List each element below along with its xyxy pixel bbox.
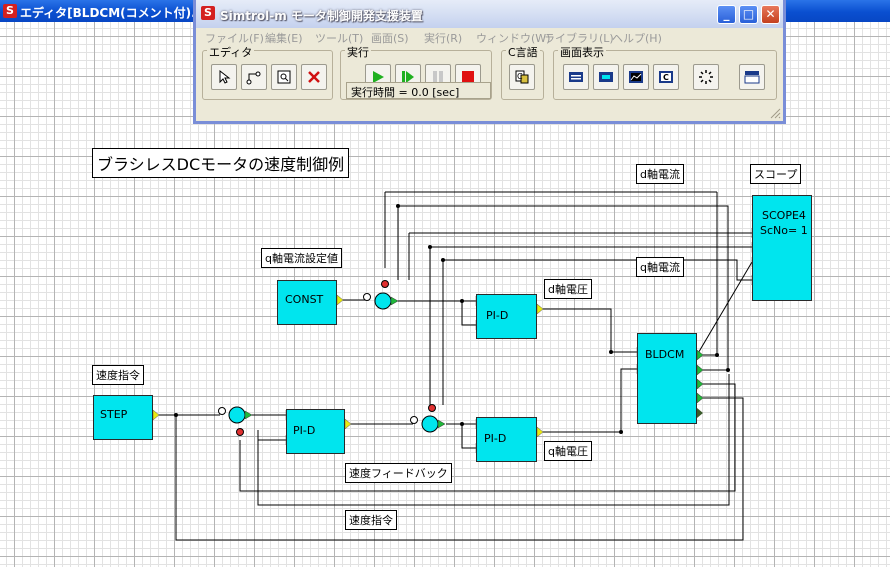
resize-grip-icon[interactable]: [769, 107, 781, 119]
bldcm-block-label: BLDCM: [645, 348, 685, 361]
svg-text:C: C: [663, 73, 669, 82]
c-language-tool-group: C言語 C: [501, 44, 544, 100]
maximize-button[interactable]: □: [739, 5, 758, 24]
c-code-window-icon: C: [659, 71, 673, 83]
close-button[interactable]: ✕: [761, 5, 780, 24]
pid-block-1[interactable]: PI-D: [476, 294, 537, 339]
pause-icon: [433, 71, 443, 83]
pid-block-2[interactable]: PI-D: [286, 409, 345, 454]
pointer-icon: [219, 69, 231, 84]
app-logo-icon: S: [3, 4, 17, 18]
label-d-voltage[interactable]: d軸電圧: [544, 279, 592, 299]
label-speed-command-bottom[interactable]: 速度指令: [345, 510, 397, 530]
pid-block-3-label: PI-D: [484, 432, 507, 445]
busy-indicator-button[interactable]: [693, 64, 719, 90]
runtime-readout: 実行時間 = 0.0 [sec]: [346, 82, 491, 99]
scope-block-name: SCOPE4: [762, 209, 806, 222]
scope-block-number: ScNo= 1: [760, 224, 808, 237]
menu-tools[interactable]: ツール(T): [315, 32, 364, 45]
menu-run[interactable]: 実行(R): [424, 32, 463, 45]
const-block[interactable]: CONST: [277, 280, 337, 325]
svg-text:C: C: [517, 72, 523, 81]
zoom-icon: [277, 70, 291, 84]
minimize-button[interactable]: _: [717, 5, 736, 24]
display-c-code-button[interactable]: C: [653, 64, 679, 90]
menu-help[interactable]: ヘルプ(H): [612, 32, 662, 45]
pid-block-3[interactable]: PI-D: [476, 417, 537, 462]
menu-screen[interactable]: 画面(S): [371, 32, 409, 45]
wire-tool-button[interactable]: [241, 64, 267, 90]
delete-tool-button[interactable]: [301, 64, 327, 90]
window-layout-button[interactable]: [739, 64, 765, 90]
main-window-title-bar[interactable]: S Simtrol-m モータ制御開発支援装置 _ □ ✕: [196, 0, 783, 28]
block-window-icon: [599, 72, 613, 82]
label-q-voltage[interactable]: q軸電圧: [544, 441, 592, 461]
display-block-button[interactable]: [593, 64, 619, 90]
label-d-current[interactable]: d軸電流: [636, 164, 684, 184]
const-block-label: CONST: [285, 293, 324, 306]
menu-library[interactable]: ライブラリ(L): [544, 32, 614, 45]
label-speed-command-top[interactable]: 速度指令: [92, 365, 144, 385]
label-q-current-setpoint[interactable]: q軸電流設定値: [261, 248, 342, 268]
menu-window[interactable]: ウィンドウ(W): [476, 32, 551, 45]
display-scope-button[interactable]: [623, 64, 649, 90]
main-window-title: Simtrol-m モータ制御開発支援装置: [220, 9, 423, 23]
editor-tool-group: エディタ: [202, 44, 333, 100]
window-layout-icon: [744, 71, 760, 84]
select-tool-button[interactable]: [211, 64, 237, 90]
label-scope[interactable]: スコープ: [750, 164, 802, 184]
wire-icon: [246, 71, 261, 85]
main-window: S Simtrol-m モータ制御開発支援装置 _ □ ✕ ファイル(F) 編集…: [193, 0, 786, 124]
step-block[interactable]: STEP: [93, 395, 153, 440]
scope-window-icon: [629, 71, 643, 83]
step-play-icon: [402, 71, 414, 83]
scope-block[interactable]: SCOPE4 ScNo= 1: [752, 195, 812, 301]
stop-icon: [462, 71, 474, 83]
step-block-label: STEP: [100, 408, 128, 421]
display-group-label: 画面表示: [558, 44, 606, 60]
play-icon: [373, 71, 384, 83]
c-build-button[interactable]: C: [509, 64, 535, 90]
editor-group-label: エディタ: [207, 44, 255, 60]
c-language-group-label: C言語: [506, 44, 540, 60]
display-list-button[interactable]: [563, 64, 589, 90]
spinner-icon: [699, 70, 713, 84]
label-q-current[interactable]: q軸電流: [636, 257, 684, 277]
run-group-label: 実行: [345, 44, 371, 60]
pid-block-2-label: PI-D: [293, 424, 316, 437]
pid-block-1-label: PI-D: [486, 309, 509, 322]
c-build-icon: C: [515, 70, 529, 84]
menu-file[interactable]: ファイル(F): [205, 32, 264, 45]
display-tool-group: 画面表示 C: [553, 44, 777, 100]
menu-bar: ファイル(F) 編集(E) ツール(T) 画面(S) 実行(R) ウィンドウ(W…: [196, 28, 783, 46]
bldcm-block[interactable]: BLDCM: [637, 333, 697, 424]
editor-window-title: エディタ[BLDCM(コメント付).ktd: [20, 6, 218, 20]
label-speed-feedback[interactable]: 速度フィードバック: [345, 463, 452, 483]
delete-icon: [308, 71, 320, 83]
diagram-title[interactable]: ブラシレスDCモータの速度制御例: [92, 148, 350, 178]
main-app-logo-icon: S: [201, 6, 215, 20]
zoom-tool-button[interactable]: [271, 64, 297, 90]
list-window-icon: [569, 72, 583, 82]
menu-edit[interactable]: 編集(E): [265, 32, 303, 45]
